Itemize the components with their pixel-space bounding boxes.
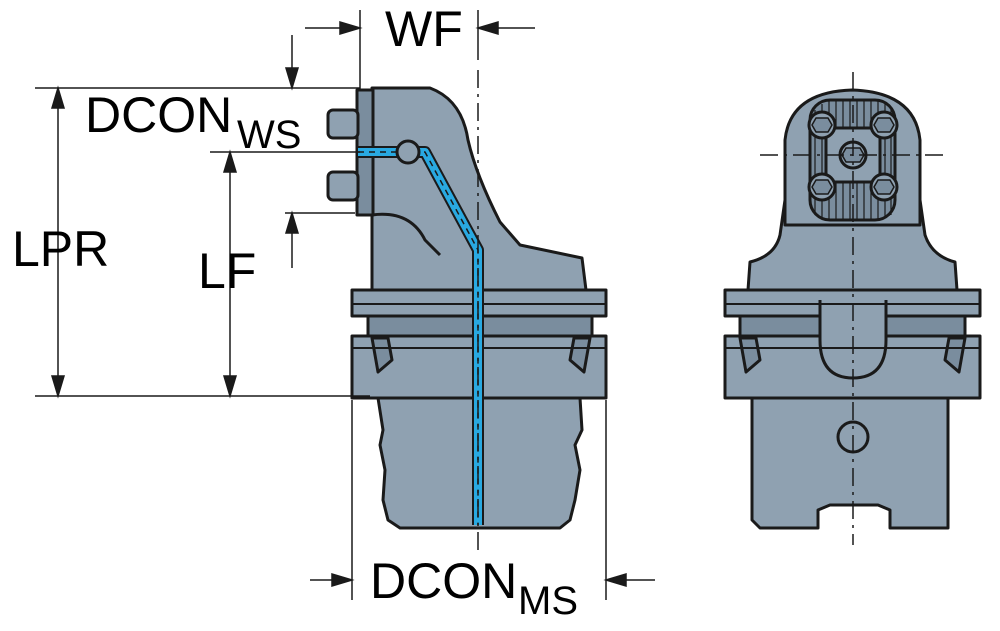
front-bolts bbox=[807, 110, 899, 202]
label-dcon-ms-sub: MS bbox=[518, 579, 578, 623]
dimension-lines bbox=[35, 10, 655, 600]
front-relief-left bbox=[738, 336, 762, 374]
side-pivot-hole bbox=[395, 139, 421, 165]
coolant-channel bbox=[358, 146, 484, 525]
label-wf: WF bbox=[385, 1, 463, 57]
label-lpr: LPR bbox=[12, 221, 109, 277]
front-relief-right bbox=[943, 336, 967, 374]
side-bolt-lower bbox=[326, 170, 360, 202]
side-relief-left bbox=[370, 336, 394, 374]
side-relief-right bbox=[568, 336, 592, 374]
front-shank bbox=[750, 396, 950, 530]
label-dcon-ws-sub: WS bbox=[237, 113, 301, 157]
side-bolt-upper bbox=[326, 108, 360, 140]
label-dcon-ms: DCON bbox=[370, 553, 517, 609]
label-lf: LF bbox=[198, 243, 256, 299]
label-dcon-ws: DCON bbox=[85, 87, 232, 143]
side-head-detail bbox=[371, 212, 442, 257]
side-view bbox=[326, 86, 608, 530]
